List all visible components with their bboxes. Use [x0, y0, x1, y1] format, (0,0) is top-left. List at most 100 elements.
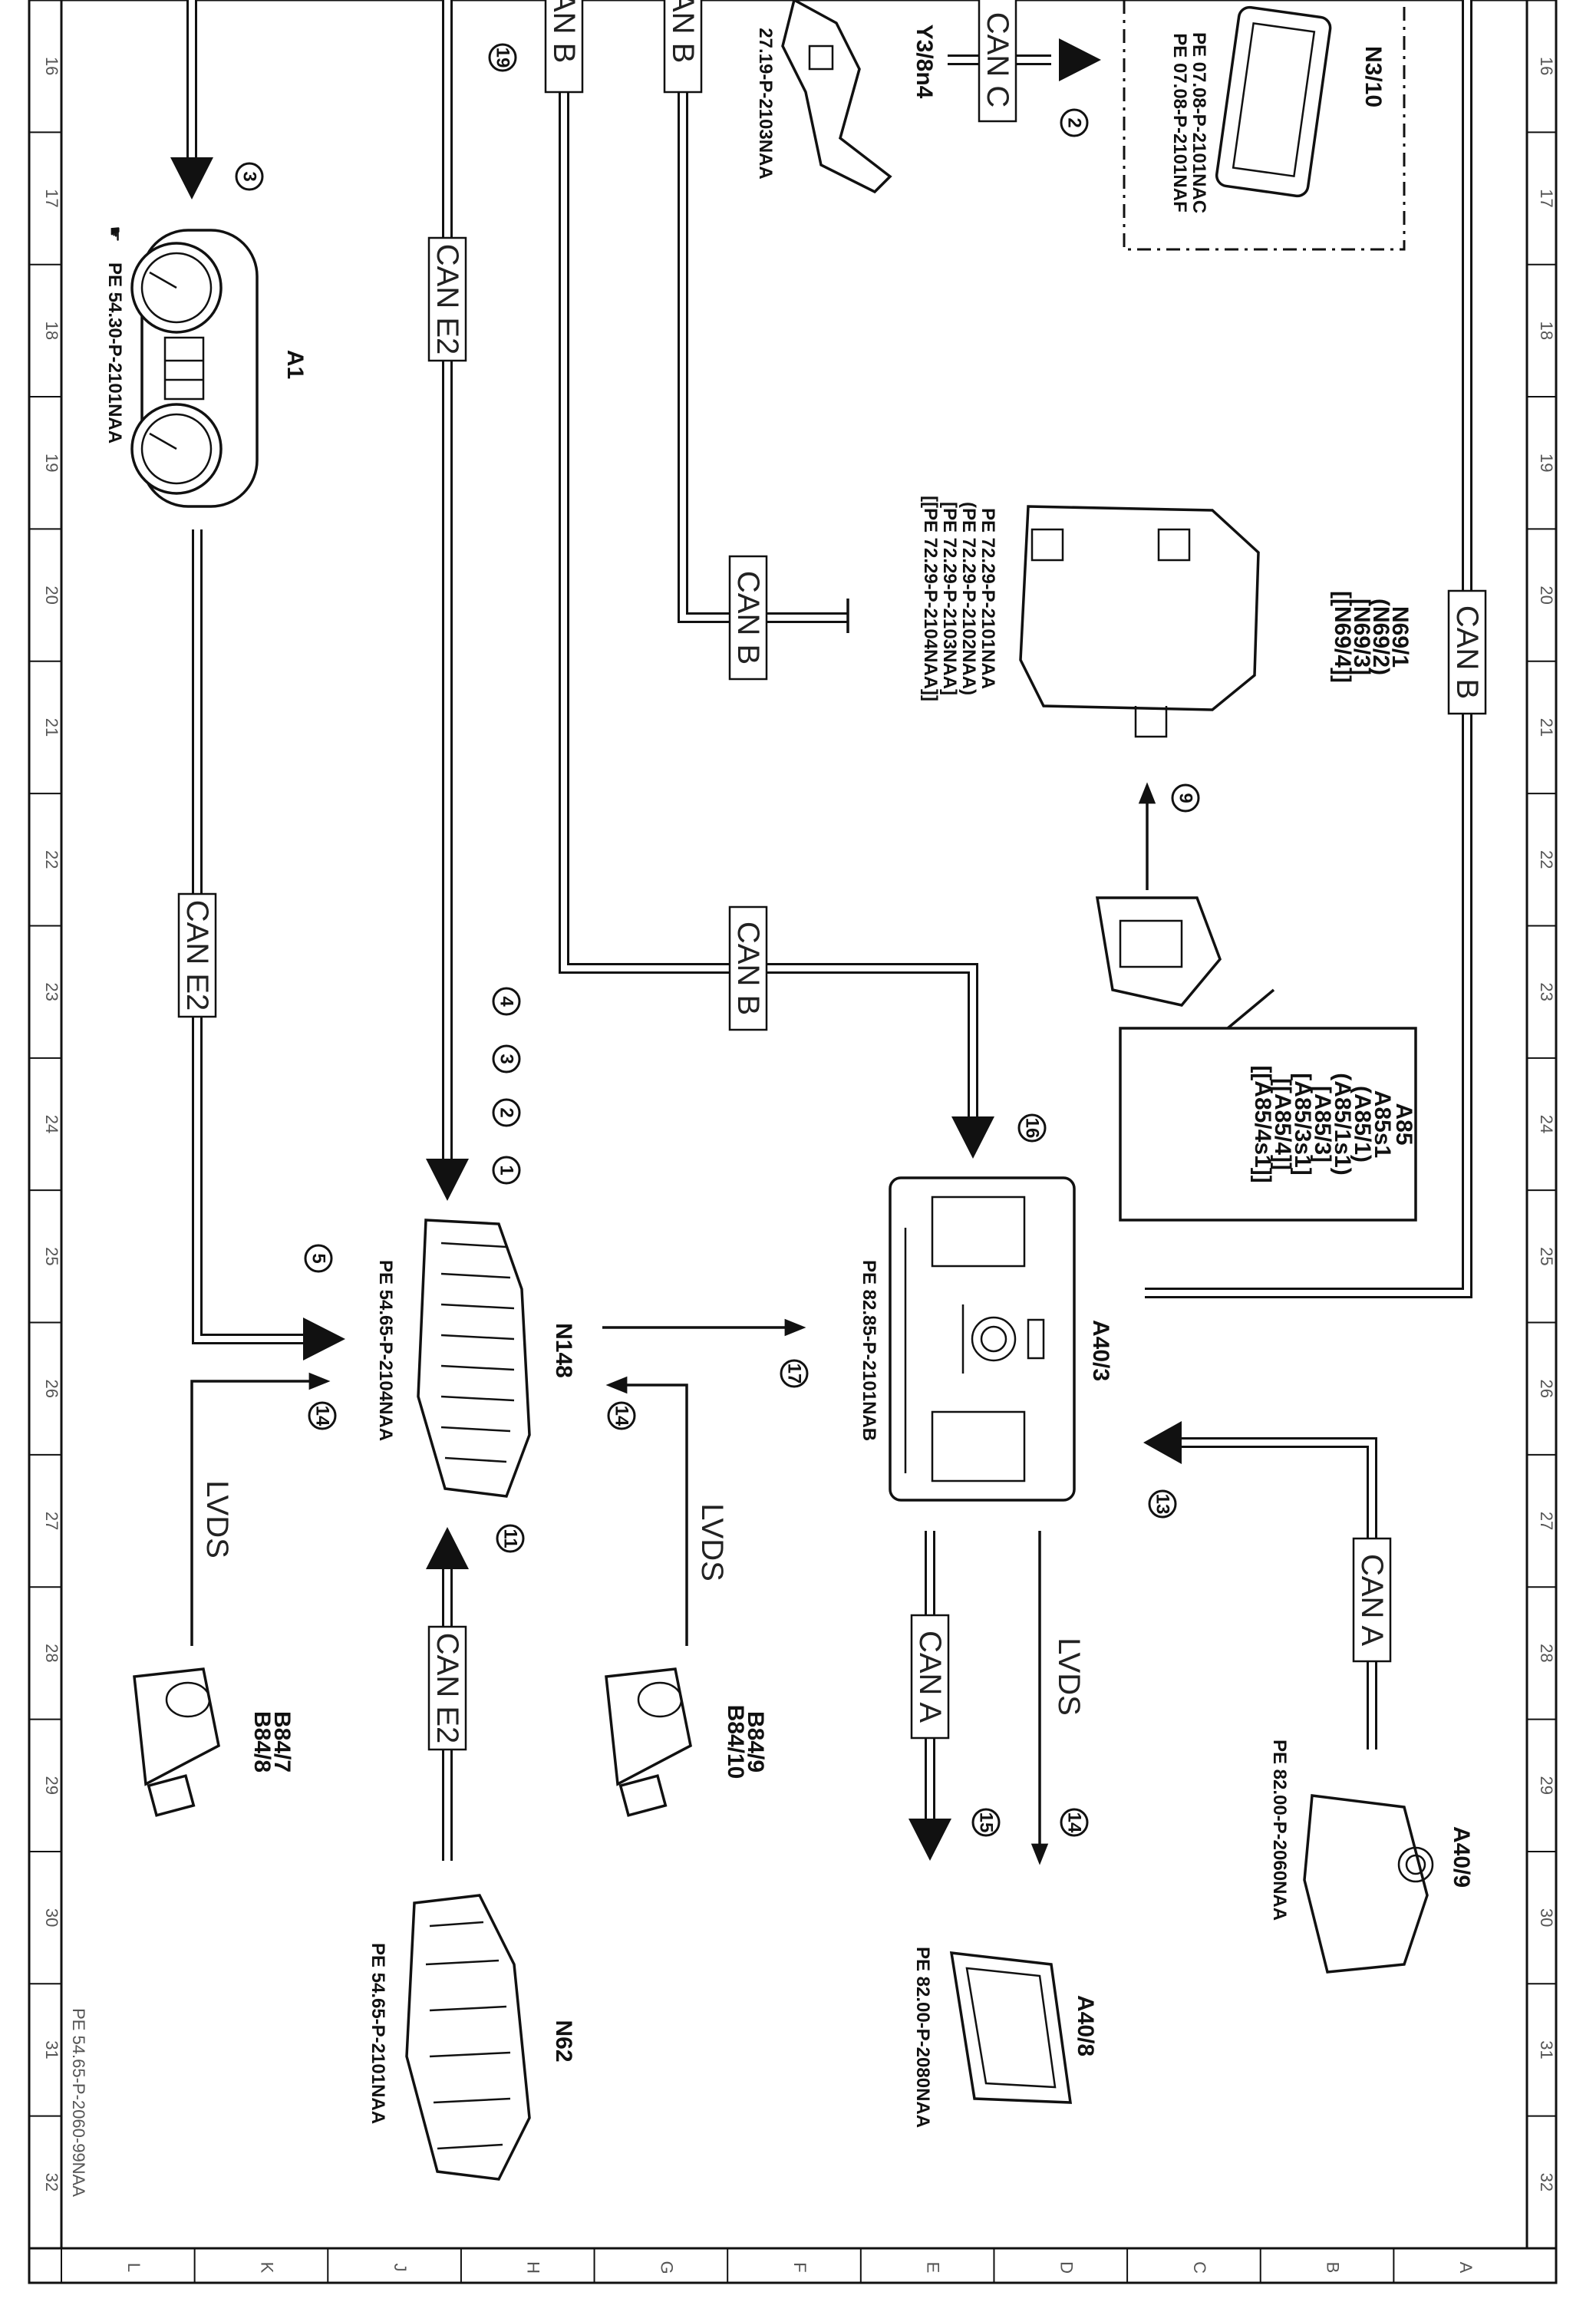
grid-column-label: 25	[42, 1247, 61, 1265]
grid-column-label: 27	[42, 1512, 61, 1530]
bus-label-can-e2-n62: CAN E2	[427, 1625, 467, 1751]
svg-text:16: 16	[1022, 1118, 1043, 1139]
bus-label-text: CAN B	[547, 0, 581, 63]
n3-10-code: N3/10	[1360, 46, 1386, 107]
signal-marker-16: 17	[780, 1359, 809, 1388]
bus-label-text: CAN E2	[180, 900, 214, 1011]
a85-code-7: [[A85/4]]	[1270, 1078, 1295, 1170]
svg-text:19: 19	[493, 48, 513, 68]
grid-row-label: D	[1057, 2261, 1076, 2274]
signal-marker-17: 15	[971, 1808, 1001, 1837]
svg-text:5: 5	[308, 1253, 329, 1263]
signal-marker-2: 2	[492, 1098, 521, 1127]
a1-ref-icon: ☛	[104, 226, 125, 242]
svg-text:2: 2	[496, 1107, 517, 1117]
bus-label-text: CAN C	[981, 12, 1014, 107]
signal-marker-15: 16	[1017, 1113, 1047, 1143]
bus-label-can-a-a40-9: CAN A	[1352, 1537, 1392, 1663]
signal-marker-9: 9	[1171, 783, 1200, 813]
grid-column-label: 18	[42, 322, 61, 340]
bus-label-can-e2-a1: CAN E2	[177, 892, 217, 1018]
bus-label-text: CAN E2	[430, 244, 464, 355]
a1-reference: PE 54.30-P-2101NAA	[104, 262, 125, 444]
signal-marker-3-a1: 3	[235, 162, 264, 191]
grid-column-label: 23	[42, 982, 61, 1001]
bus-label-text: CAN B	[666, 0, 700, 63]
a40-9-code: A40/9	[1449, 1826, 1474, 1888]
grid-row-label: E	[924, 2262, 943, 2274]
bus-label-text: CAN B	[1450, 605, 1484, 699]
signal-number-markers: 19 3 2 9 4 3 2 1 16 5 17 14 14 11 13 15 …	[235, 43, 1200, 1837]
grid-column-label: 18	[1537, 322, 1556, 340]
grid-row-label: J	[391, 2264, 410, 2272]
a40-8-code: A40/8	[1073, 1995, 1098, 2056]
bus-label-can-b-n69: CAN B	[728, 555, 768, 681]
component-n69-door-control-unit: N69/1 (N69/2) [N69/3] [[N69/4]] PE 72.29…	[920, 496, 1413, 738]
a85-label-box	[1119, 1027, 1417, 1222]
grid-column-label: 21	[42, 718, 61, 737]
a40-3-reference: PE 82.85-P-2101NAB	[859, 1260, 879, 1441]
document-id: PE 54.65-P-2060-99NAA	[69, 2008, 88, 2197]
signal-marker-19: 19	[488, 43, 517, 72]
grid-column-label: 26	[1537, 1379, 1556, 1397]
grid-column-label: 19	[42, 453, 61, 472]
n69-ref-1: PE 72.29-P-2101NAA	[978, 508, 998, 689]
bus-label-text: CAN B	[731, 571, 765, 665]
y3-8n4-code: Y3/8n4	[912, 25, 937, 99]
grid-column-label: 30	[1537, 1908, 1556, 1927]
bus-label-can-b-a40-3: CAN B	[728, 905, 768, 1031]
b84-7-code-1: B84/7	[269, 1711, 295, 1773]
signal-marker-13: 13	[1148, 1489, 1177, 1519]
signal-marker-5: 5	[304, 1244, 333, 1273]
n69-ref-2: (PE 72.29-P-2102NAA)	[958, 502, 979, 695]
grid-column-label: 28	[42, 1644, 61, 1662]
n69-code-4: [[N69/4]]	[1330, 591, 1355, 683]
grid-column-label: 31	[42, 2040, 61, 2059]
grid-column-label: 17	[42, 189, 61, 207]
grid-column-label: 20	[42, 585, 61, 604]
grid-row-label: G	[657, 2261, 676, 2274]
bus-label-can-b-right: CAN B	[1447, 589, 1487, 715]
grid-column-label: 23	[1537, 982, 1556, 1001]
signal-marker-3: 3	[492, 1044, 521, 1073]
grid-column-label: 21	[1537, 718, 1556, 737]
component-n148-video-control-unit: N148 PE 54.65-P-2104NAA	[375, 1219, 576, 1498]
grid-column-label: 29	[1537, 1776, 1556, 1795]
n69-ref-3: [PE 72.29-P-2103NAA]	[939, 502, 960, 695]
n69-code-2: (N69/2)	[1368, 599, 1393, 675]
grid-column-label: 32	[42, 2173, 61, 2192]
grid-column-label: 27	[1537, 1512, 1556, 1530]
n69-code-3: [N69/3]	[1349, 599, 1374, 675]
grid-row-label: B	[1324, 2262, 1343, 2274]
bus-lines	[186, 0, 1472, 1861]
grid-row-label: A	[1456, 2262, 1476, 2274]
a85-code-4: (A85/1s1)	[1330, 1073, 1355, 1175]
lvds-label-left: LVDS	[200, 1480, 234, 1558]
svg-text:2: 2	[1064, 117, 1085, 127]
bus-label-text: CAN A	[913, 1631, 947, 1723]
component-b84-9-camera: B84/9 B84/10	[605, 1667, 768, 1817]
b84-9-code-1: B84/9	[743, 1711, 768, 1773]
grid-row-label: K	[257, 2262, 276, 2274]
grid-column-label: 19	[1537, 453, 1556, 472]
grid-row-label: F	[790, 2262, 810, 2272]
a85-code-6: [A85/3s1]	[1290, 1073, 1315, 1175]
n148-reference: PE 54.65-P-2104NAA	[375, 1260, 396, 1441]
n69-ref-4: [[PE 72.29-P-2104NAA]]	[920, 496, 941, 701]
a40-3-code: A40/3	[1088, 1320, 1113, 1381]
a1-code: A1	[282, 350, 308, 379]
svg-text:13: 13	[1152, 1494, 1173, 1515]
component-n62-parktronic-control-unit: N62 PE 54.65-P-2101NAA	[368, 1894, 576, 2181]
signal-marker-14-middle: 14	[607, 1401, 636, 1430]
svg-text:1: 1	[496, 1165, 517, 1175]
a40-8-reference: PE 82.00-P-2080NAA	[912, 1947, 933, 2128]
svg-text:9: 9	[1176, 793, 1196, 803]
signal-marker-11: 11	[496, 1524, 525, 1553]
a85-code-2: A85s1	[1370, 1090, 1395, 1158]
signal-marker-14-right: 14	[1060, 1808, 1089, 1837]
component-n3-10-engine-control-unit: N3/10 PE 07.08-P-2101NAC PE 07.08-P-2101…	[1123, 0, 1406, 251]
